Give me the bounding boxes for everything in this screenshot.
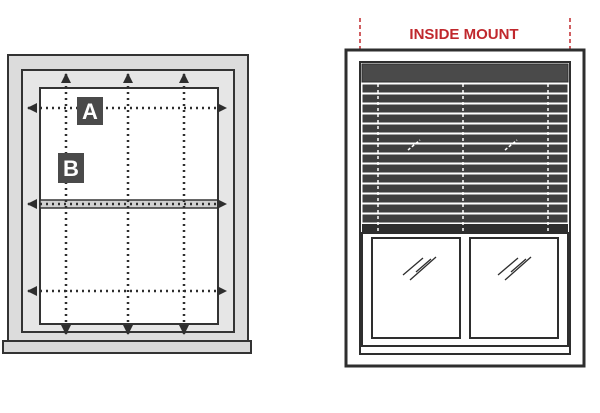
blind-glare (407, 139, 421, 151)
blind-glare (504, 139, 518, 151)
blind-slat (361, 203, 569, 214)
blind-slat (361, 123, 569, 134)
blind-slat (361, 113, 569, 124)
blind-headrail (361, 63, 569, 83)
label-a: A (82, 99, 98, 124)
blind-slat (361, 153, 569, 164)
glass-glint-left (402, 256, 437, 281)
blind-slat (361, 163, 569, 174)
pane-right (469, 237, 559, 339)
blind-slat (361, 93, 569, 104)
blind-slat (361, 193, 569, 204)
glass-glint-right (497, 256, 532, 281)
pane-left (371, 237, 461, 339)
blind-bottom-rail (362, 224, 568, 233)
blind-slats (361, 83, 569, 224)
window-sill (2, 340, 252, 354)
left-window: A B (2, 54, 252, 354)
label-b-box (58, 153, 84, 183)
blind-slat (361, 173, 569, 184)
blind-slat (361, 213, 569, 224)
label-b: B (63, 156, 79, 181)
blind-slat (361, 183, 569, 194)
inside-mount-label: INSIDE MOUNT (409, 26, 518, 43)
blind-slat (361, 143, 569, 154)
right-window: INSIDE MOUNT (344, 18, 586, 368)
blind-slat (361, 103, 569, 114)
blind-slat (361, 133, 569, 144)
label-a-box (77, 97, 103, 125)
blind-slat (361, 83, 569, 94)
